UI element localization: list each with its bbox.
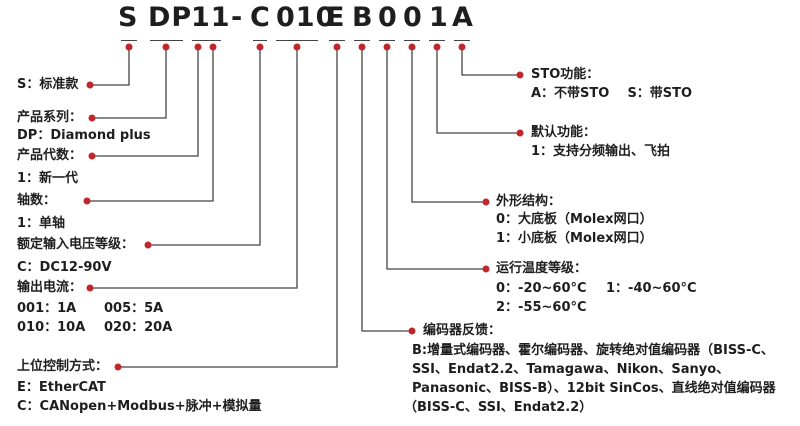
dot-end-temp: [482, 265, 490, 273]
dot-end-current: [86, 284, 94, 292]
dot-end-generation: [88, 152, 96, 160]
dot-top-voltage: [256, 43, 264, 51]
dot-end-default: [516, 129, 524, 137]
code-part-sto: A: [452, 2, 474, 33]
value-control-ethercat: E：EtherCAT: [17, 380, 106, 395]
underline-temp: [379, 40, 395, 41]
label-product-series: 产品系列：: [17, 110, 83, 125]
underline-encoder: [354, 40, 370, 41]
line-product-series: [92, 46, 167, 119]
value-input-voltage: C：DC12-90V: [17, 260, 112, 275]
dot-end-encoder: [408, 327, 416, 335]
line-output-current: [90, 46, 298, 289]
code-part-dash: -: [231, 2, 244, 33]
underline-series: [121, 40, 137, 41]
code-part-shape: 0: [403, 2, 423, 33]
label-series: S：标准款: [17, 77, 79, 92]
code-part-voltage: C: [250, 2, 271, 33]
line-encoder: [361, 46, 412, 332]
line-control: [118, 46, 338, 368]
code-part-control: E: [326, 2, 346, 33]
value-encoder-line-3: Panasonic、BISS-B）、12bit SinCos、直线绝对值编码器: [412, 381, 776, 396]
underline-control: [329, 40, 345, 41]
dot-top-sto: [458, 43, 466, 51]
code-part-default: 1: [429, 2, 449, 33]
dot-top-current: [293, 43, 301, 51]
line-shape: [411, 46, 486, 203]
underline-current: [276, 40, 318, 41]
dot-end-voltage: [144, 241, 152, 249]
value-temp-1: 1：-40~60°C: [606, 281, 697, 296]
label-generation: 产品代数：: [17, 148, 83, 163]
label-output-current: 输出电流：: [17, 280, 83, 295]
code-digits-generation-axes: 11: [191, 2, 231, 33]
label-temp: 运行温度等级：: [496, 261, 588, 276]
line-generation: [92, 46, 199, 157]
dot-top-shape: [408, 43, 416, 51]
dot-end-axes: [83, 197, 91, 205]
value-encoder-line-1: B:增量式编码器、霍尔编码器、旋转绝对值编码器（BISS-C、: [412, 343, 774, 358]
dot-top-control: [333, 43, 341, 51]
value-shape-small: 1：小底板（Molex网口）: [496, 231, 653, 246]
line-sto: [461, 46, 520, 76]
value-current-020: 020：20A: [104, 320, 173, 335]
dot-top-temp: [383, 43, 391, 51]
label-input-voltage: 额定输入电压等级：: [17, 237, 135, 252]
value-current-010: 010：10A: [17, 320, 86, 335]
value-shape-large: 0：大底板（Molex网口）: [496, 212, 653, 227]
code-part-current: 010: [276, 2, 336, 33]
dot-top-product-series: [162, 43, 170, 51]
line-axes: [87, 46, 214, 202]
underline-generation-axes: [192, 40, 221, 41]
underline-product-series: [150, 40, 183, 41]
label-axes: 轴数：: [17, 193, 57, 208]
label-shape: 外形结构：: [496, 194, 562, 209]
label-sto: STO功能：: [531, 67, 600, 82]
dot-end-product-series: [88, 114, 96, 122]
dot-top-axes: [209, 43, 217, 51]
underline-voltage: [253, 40, 267, 41]
dot-top-generation: [194, 43, 202, 51]
code-part-product-series: DP: [148, 2, 193, 33]
dot-top-encoder: [358, 43, 366, 51]
underline-sto: [454, 40, 470, 41]
value-product-series: DP：Diamond plus: [17, 128, 151, 143]
underline-default: [429, 40, 445, 41]
value-default: 1：支持分频输出、飞拍: [531, 144, 671, 159]
line-input-voltage: [148, 46, 261, 246]
code-part-temp: 0: [378, 2, 398, 33]
dot-end-control: [114, 363, 122, 371]
value-current-001: 001：1A: [17, 301, 77, 316]
dot-end-sto: [516, 71, 524, 79]
value-temp-2: 2：-55~60°C: [496, 300, 587, 315]
value-sto: A：不带STO S：带STO: [531, 86, 693, 101]
underline-shape: [404, 40, 420, 41]
value-encoder-line-4: （BISS-C、SSI、Endat2.2）: [404, 400, 593, 415]
value-control-canopen: C：CANopen+Modbus+脉冲+模拟量: [17, 399, 262, 414]
dot-top-default: [433, 43, 441, 51]
value-encoder-line-2: SSI、Endat2.2、Tamagawa、Nikon、Sanyo、: [412, 362, 730, 377]
dot-end-series: [86, 81, 94, 89]
value-current-005: 005：5A: [104, 301, 164, 316]
dot-end-shape: [482, 198, 490, 206]
line-default: [436, 46, 520, 134]
code-part-generation-axes: 11: [191, 2, 231, 33]
line-temp: [386, 46, 486, 270]
label-control: 上位控制方式：: [17, 359, 109, 374]
label-default: 默认功能：: [531, 125, 597, 140]
label-encoder: 编码器反馈：: [423, 323, 502, 338]
code-part-series: S: [118, 2, 139, 33]
value-generation: 1：新一代: [17, 171, 79, 186]
value-axes: 1：单轴: [17, 216, 66, 231]
dot-top-series: [125, 43, 133, 51]
code-part-encoder: B: [352, 2, 374, 33]
line-series: [90, 46, 130, 86]
value-temp-0: 0：-20~60°C: [496, 281, 587, 296]
